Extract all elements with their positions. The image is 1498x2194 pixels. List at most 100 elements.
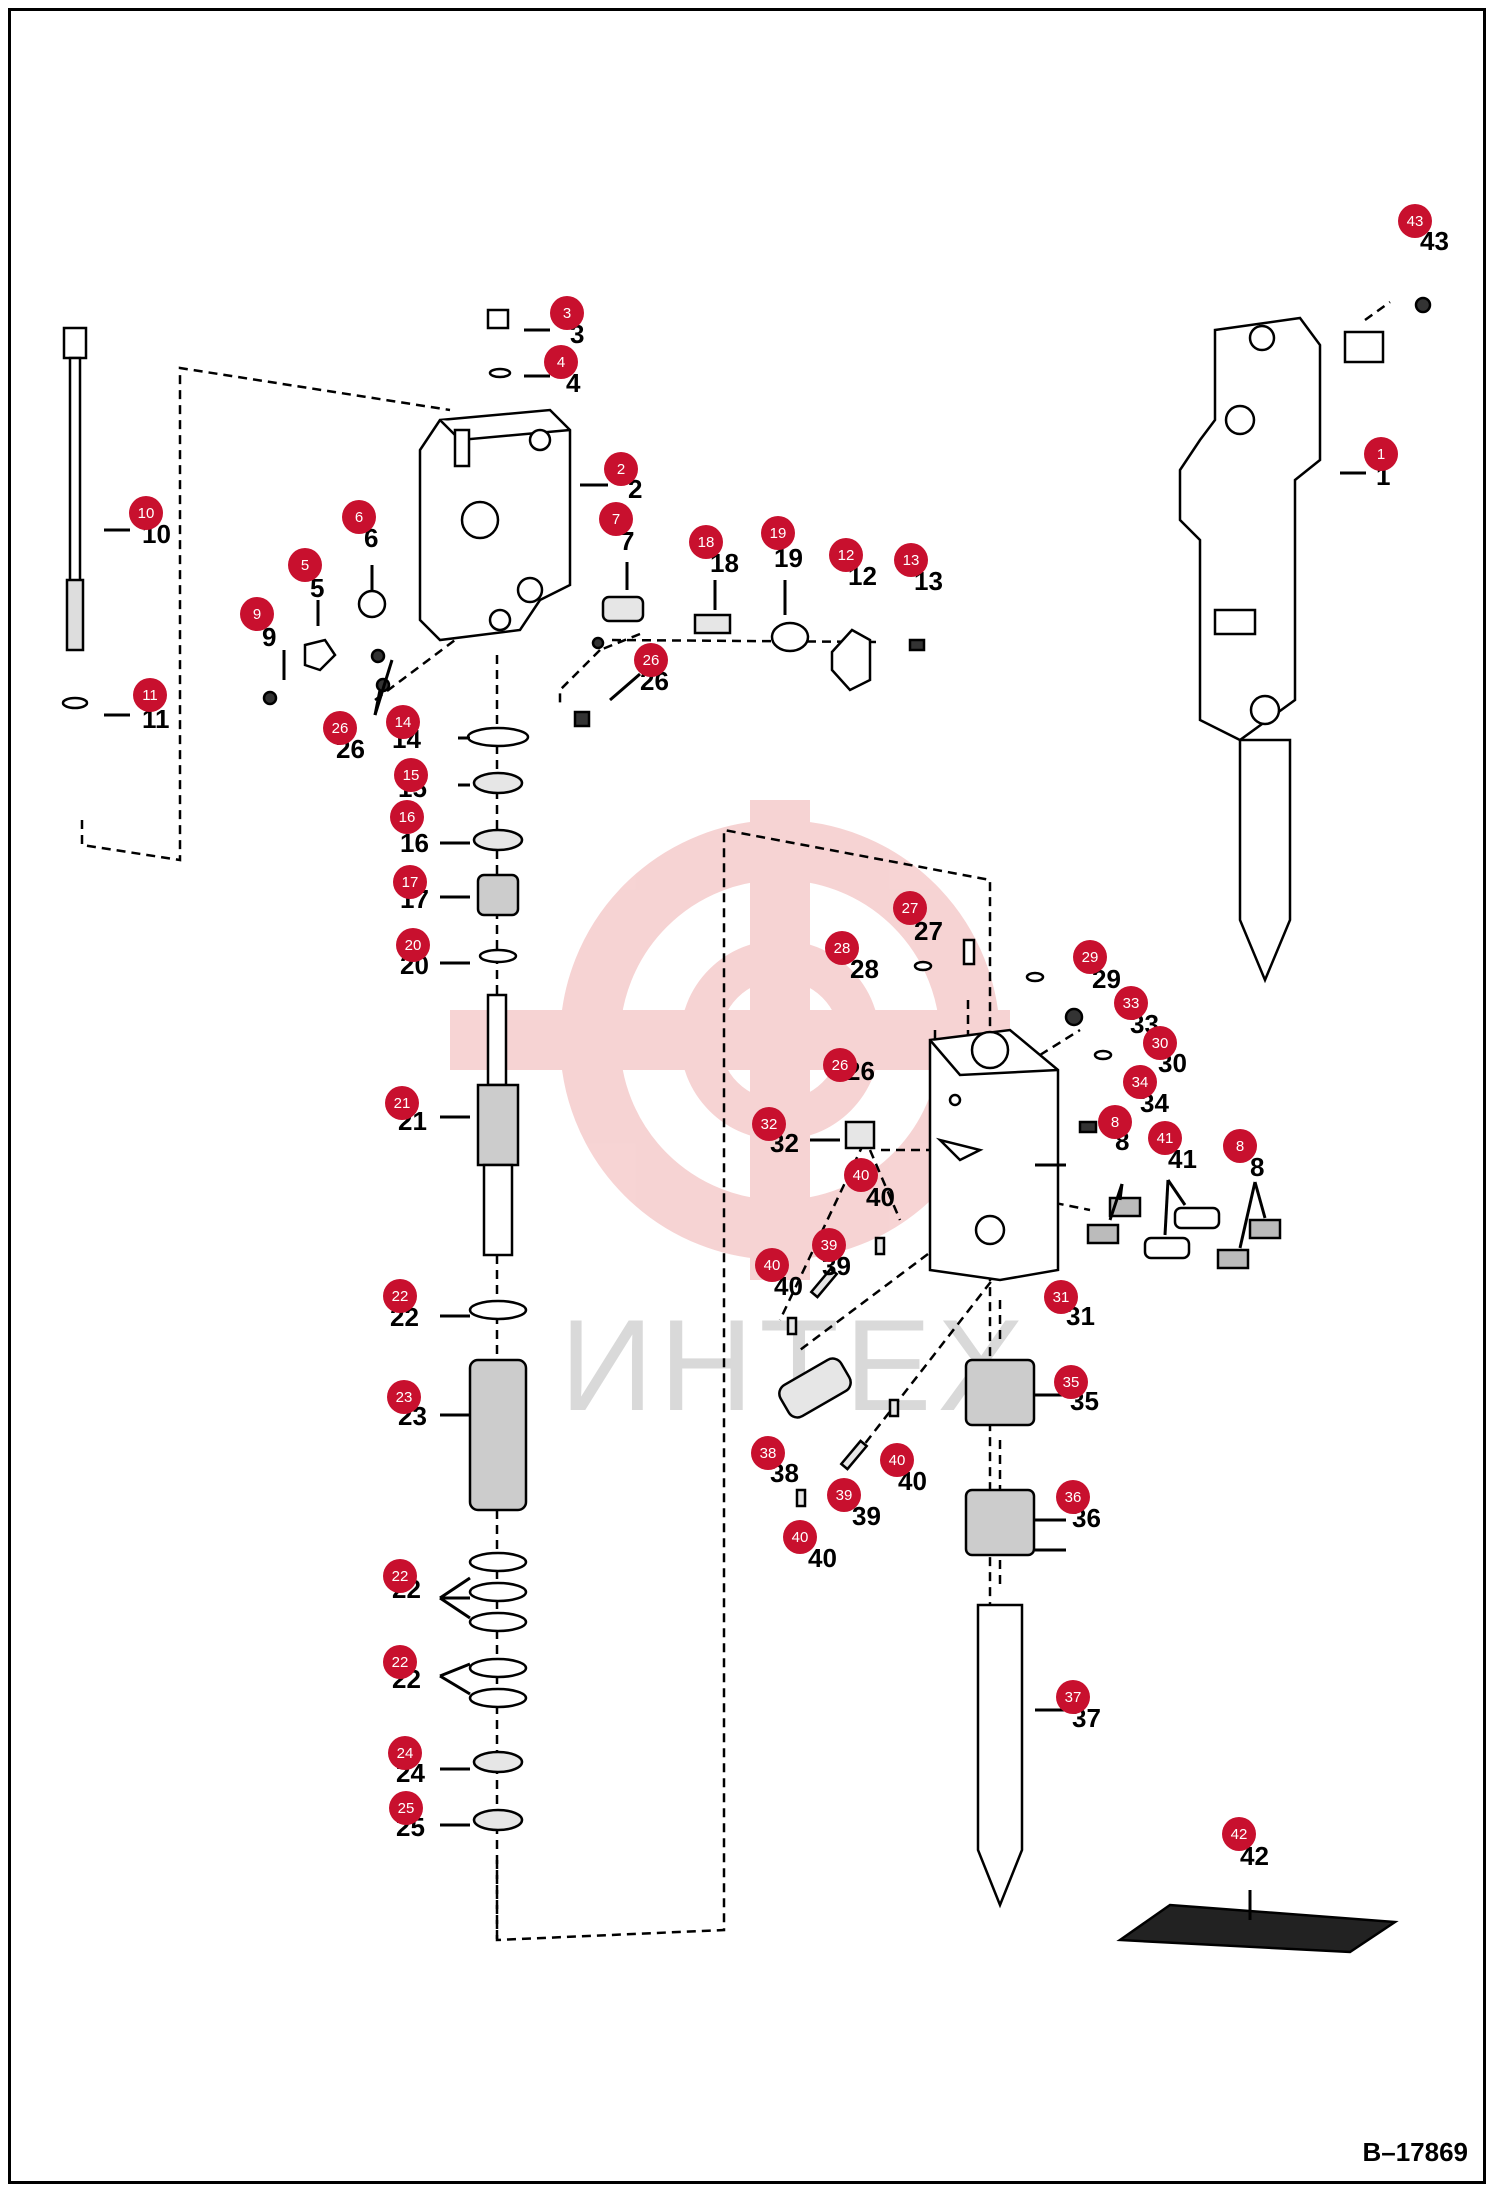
- part-number-label-5: 5: [310, 573, 324, 603]
- callout-circle-20: [396, 928, 430, 962]
- part-40-pin-c: [888, 1398, 900, 1418]
- callout-number-23: 23: [396, 1389, 413, 1406]
- callout-circle-14: [386, 705, 420, 739]
- callout-11: 11: [133, 678, 167, 712]
- part-43-screw: [1414, 296, 1432, 314]
- callout-20: 20: [396, 928, 430, 962]
- callout-circle-22: [383, 1279, 417, 1313]
- callout-number-17: 17: [402, 874, 419, 891]
- part-22-oring-b: [468, 1551, 528, 1573]
- callout-circle-23: [387, 1380, 421, 1414]
- callout-number-37: 37: [1065, 1689, 1082, 1706]
- callout-10: 10: [129, 496, 163, 530]
- part-40-pin-b: [786, 1316, 798, 1336]
- part-35-bushing: [964, 1358, 1036, 1427]
- callout-circle-1: [1364, 437, 1398, 471]
- callout-circle-43: [1398, 204, 1432, 238]
- callout-26: 26: [323, 711, 357, 745]
- callout-31: 31: [1044, 1280, 1078, 1314]
- part-26-plug-d: [573, 710, 591, 728]
- callout-circle-13: [894, 543, 928, 577]
- part-41-pin-a: [1173, 1206, 1221, 1230]
- part-12-plate: [830, 628, 872, 692]
- callout-circle-4: [544, 345, 578, 379]
- part-41-pin-b: [1143, 1236, 1191, 1260]
- callout-number-16: 16: [399, 809, 416, 826]
- callout-4: 4: [544, 345, 578, 379]
- part-38-sleeve: [778, 1357, 852, 1419]
- watermark: [450, 800, 1010, 1280]
- callout-1: 1: [1364, 437, 1398, 471]
- callout-24: 24: [388, 1736, 422, 1770]
- callout-circle-41: [1148, 1121, 1182, 1155]
- part-14-oring: [466, 726, 530, 748]
- callout-number-22-dup: 22: [392, 1568, 409, 1585]
- callout-number-2: 2: [617, 461, 625, 478]
- callout-32: 32: [752, 1107, 786, 1141]
- callout-number-27: 27: [902, 900, 919, 917]
- callout-number-33: 33: [1123, 995, 1140, 1012]
- callout-number-43: 43: [1407, 213, 1424, 230]
- callout-15: 15: [394, 758, 428, 792]
- callout-circle-37: [1056, 1680, 1090, 1714]
- callout-21: 21: [385, 1086, 419, 1120]
- callout-42: 42: [1222, 1817, 1256, 1851]
- callout-number-36: 36: [1065, 1489, 1082, 1506]
- callout-number-31: 31: [1053, 1289, 1070, 1306]
- callout-33: 33: [1114, 986, 1148, 1020]
- drawing-frame: [8, 8, 1486, 2184]
- callout-number-11: 11: [142, 687, 158, 704]
- callout-number-41: 41: [1157, 1130, 1174, 1147]
- callout-circle-36: [1056, 1480, 1090, 1514]
- callout-number-40-dup: 40: [889, 1452, 906, 1469]
- callout-number-18: 18: [698, 534, 715, 551]
- part-15-seal: [472, 771, 524, 795]
- callout-34: 34: [1123, 1065, 1157, 1099]
- callout-number-5: 5: [301, 557, 309, 574]
- part-26-plug-a: [370, 648, 386, 664]
- part-9-plug: [262, 690, 278, 706]
- callout-circle-22-dup: [383, 1559, 417, 1593]
- callout-circle-40-dup: [755, 1248, 789, 1282]
- part-37-chisel: [976, 1603, 1024, 1909]
- callout-18: 18: [689, 525, 723, 559]
- part-22-oring-f: [468, 1687, 528, 1709]
- callout-number-15: 15: [403, 767, 420, 784]
- part-1-hammer-assembly: [1178, 316, 1322, 984]
- callout-circle-40-dup: [880, 1443, 914, 1477]
- part-31-cylinder-body: [928, 1028, 1060, 1282]
- part-3-plug: [486, 308, 510, 330]
- callout-circle-2: [604, 452, 638, 486]
- callout-circle-9: [240, 597, 274, 631]
- callout-circle-3: [550, 296, 584, 330]
- part-6-ring: [357, 589, 387, 619]
- part-19-oring: [770, 621, 810, 653]
- callout-number-40-dup: 40: [764, 1257, 781, 1274]
- part-40-pin-d: [795, 1488, 807, 1508]
- callout-number-8-dup: 8: [1236, 1138, 1244, 1155]
- callout-circle-17: [393, 865, 427, 899]
- callout-number-13: 13: [903, 552, 920, 569]
- part-17-bushing: [476, 873, 520, 917]
- callout-30: 30: [1143, 1026, 1177, 1060]
- callout-43: 43: [1398, 204, 1432, 238]
- callout-number-39: 39: [821, 1237, 838, 1254]
- part-8-plug: [1078, 1120, 1098, 1134]
- callout-9: 9: [240, 597, 274, 631]
- callout-circle-12: [829, 538, 863, 572]
- part-32-block: [844, 1120, 876, 1150]
- callout-number-39-dup: 39: [836, 1487, 853, 1504]
- callout-circle-8-dup: [1223, 1129, 1257, 1163]
- part-8-spring-c: [1248, 1218, 1282, 1240]
- part-13-screw: [908, 638, 926, 652]
- callout-12: 12: [829, 538, 863, 572]
- callout-number-1: 1: [1377, 446, 1385, 463]
- callout-22: 22: [383, 1279, 417, 1313]
- callout-circle-6: [342, 500, 376, 534]
- callout-circle-28: [825, 931, 859, 965]
- part-7-cartridge: [601, 595, 645, 623]
- part-42-decal: [1116, 1903, 1399, 1954]
- callout-number-6: 6: [355, 509, 363, 526]
